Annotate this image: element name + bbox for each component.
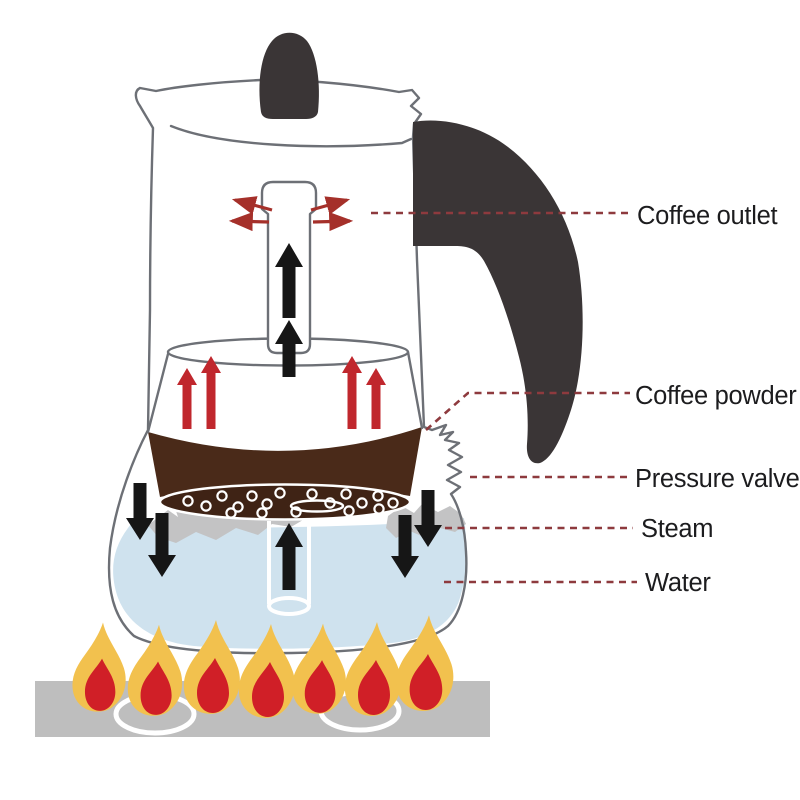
lid-knob [259,32,319,119]
label-water: Water [645,569,711,597]
leader-coffee-powder [425,391,630,431]
dip-tube [267,521,311,616]
coffee-spray-arrows-icon [228,196,354,232]
flame-icon [72,622,126,712]
labels: Coffee outlet Coffee powder Pressure val… [635,202,800,597]
filter-holes [182,487,399,519]
brew-up-arrows-icon [177,356,386,429]
up-flow-arrows-icon [275,243,303,590]
funnel-sides [146,350,424,434]
coffee-powder-chamber [148,427,422,497]
label-steam: Steam [641,515,713,543]
handle [413,120,583,464]
pot-outline [107,78,468,655]
leader-lines [371,211,637,584]
label-coffee-outlet: Coffee outlet [637,202,777,230]
filter-plate [158,483,412,521]
label-pressure-valve: Pressure valve [635,465,800,493]
lid-seam [169,124,413,148]
label-coffee-powder: Coffee powder [635,382,797,410]
down-pressure-arrows-icon [126,483,442,578]
